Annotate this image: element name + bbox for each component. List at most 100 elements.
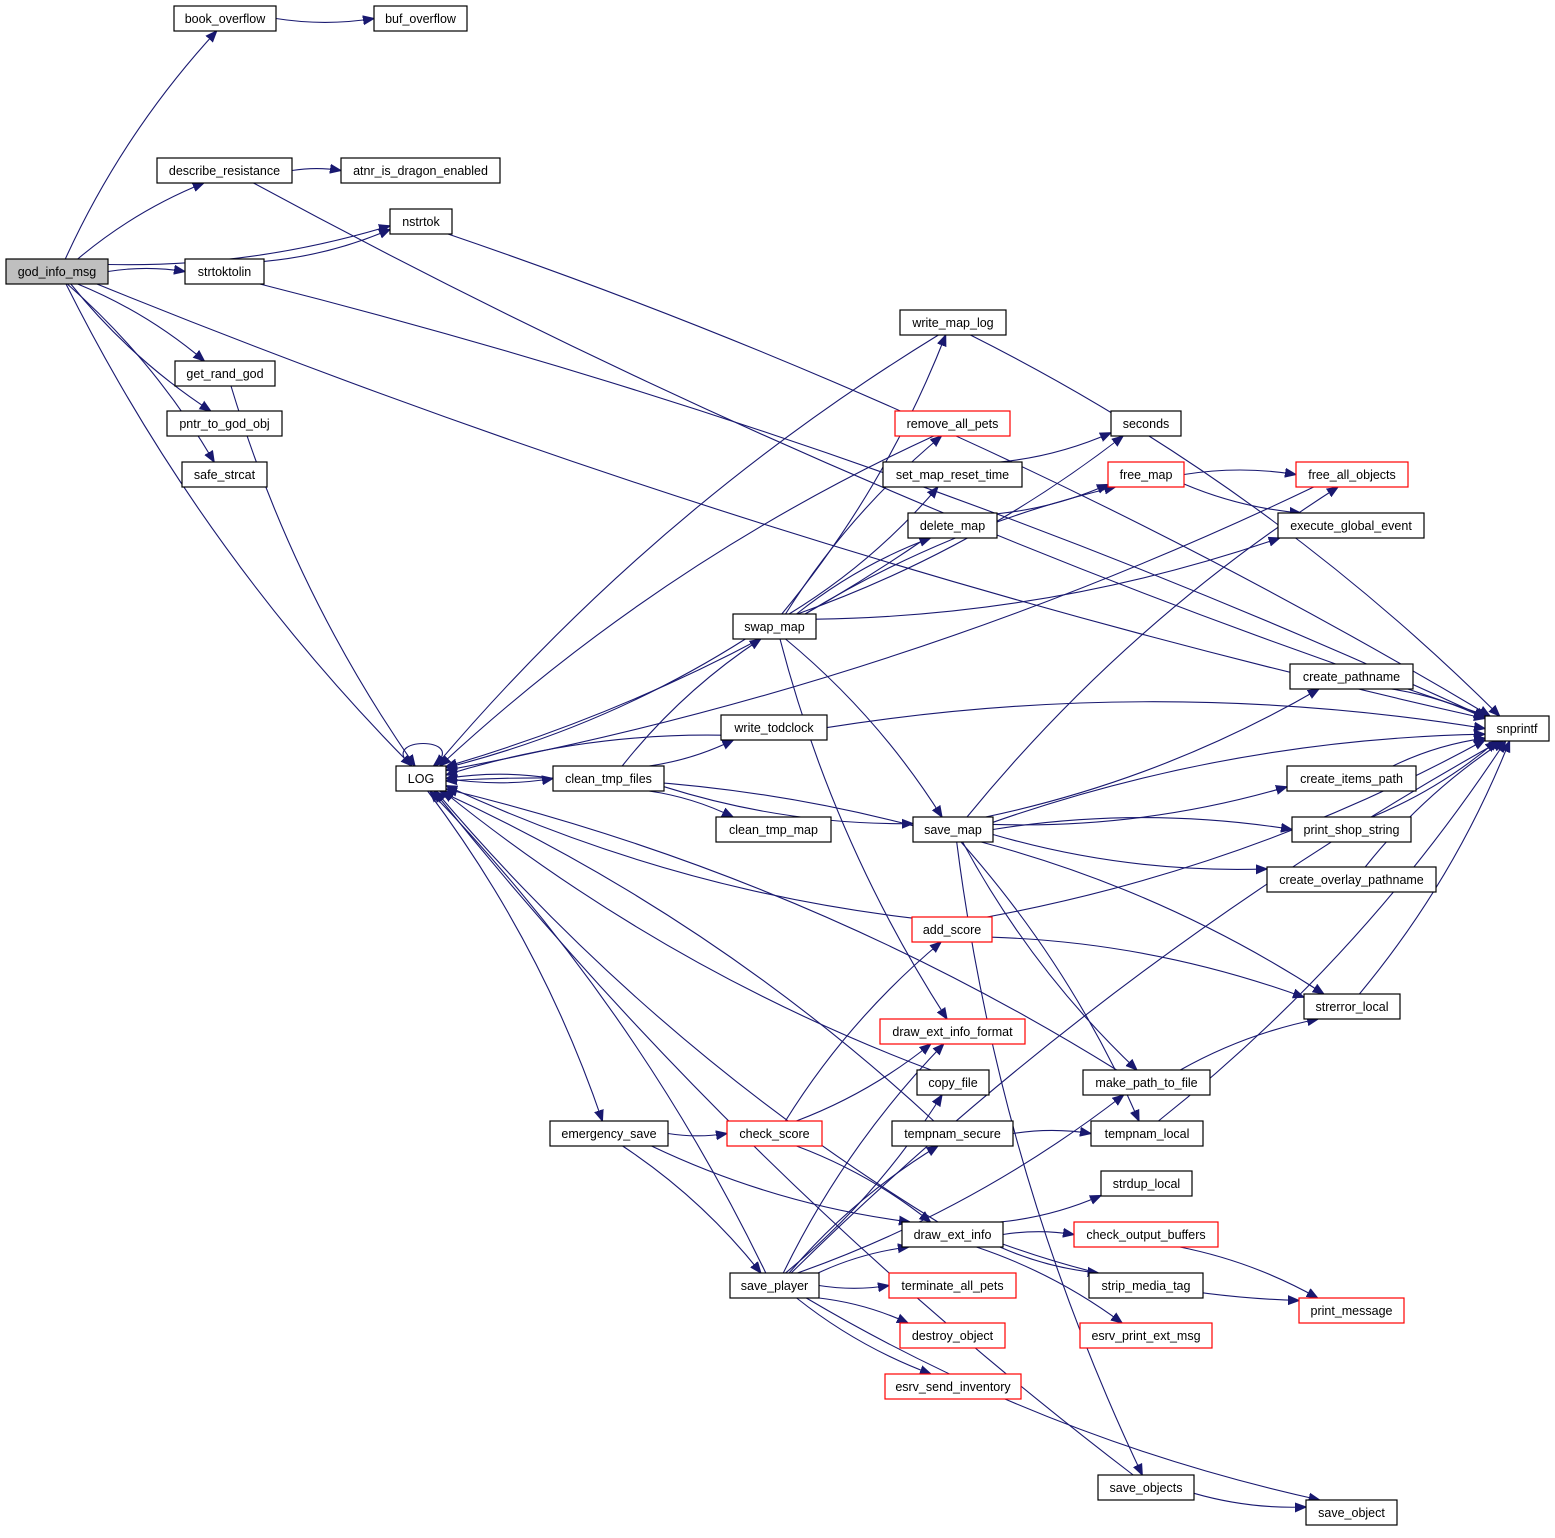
node-box [907,512,998,539]
node-add_score[interactable]: add_score [911,916,993,943]
node-seconds[interactable]: seconds [1110,410,1182,437]
edge-clean_tmp_files-to-swap_map [621,639,761,767]
node-box [174,360,276,387]
edge-tempnam_local-to-snprintf [1158,741,1505,1122]
node-swap_map[interactable]: swap_map [732,613,817,640]
node-clean_tmp_files[interactable]: clean_tmp_files [552,765,665,792]
node-make_path_to_file[interactable]: make_path_to_file [1082,1069,1211,1096]
node-draw_ext_info[interactable]: draw_ext_info [901,1221,1004,1248]
edge-save_map-to-snprintf [992,734,1485,823]
node-save_object[interactable]: save_object [1305,1499,1398,1526]
node-box [1305,1499,1398,1526]
node-box [894,410,1011,437]
node-label: describe_resistance [169,164,280,178]
node-strip_media_tag[interactable]: strip_media_tag [1088,1272,1204,1299]
node-label: draw_ext_info [914,1228,992,1242]
node-execute_global_event[interactable]: execute_global_event [1277,512,1425,539]
node-strtoktolin[interactable]: strtoktolin [184,258,265,285]
node-destroy_object[interactable]: destroy_object [899,1322,1006,1349]
node-remove_all_pets[interactable]: remove_all_pets [894,410,1011,437]
node-box [1484,715,1550,742]
node-label: strerror_local [1316,1000,1389,1014]
node-box [1295,461,1409,488]
node-box [911,916,993,943]
node-check_score[interactable]: check_score [726,1120,823,1147]
node-save_map[interactable]: save_map [912,816,994,843]
node-strdup_local[interactable]: strdup_local [1100,1170,1193,1197]
node-nstrtok[interactable]: nstrtok [389,208,453,235]
node-set_map_reset_time[interactable]: set_map_reset_time [882,461,1023,488]
node-free_map[interactable]: free_map [1107,461,1185,488]
node-box [1079,1322,1213,1349]
edge-delete_map-to-free_map [996,485,1108,515]
node-atnr_is_dragon_enabled[interactable]: atnr_is_dragon_enabled [340,157,501,184]
edge-nstrtok-to-snprintf [447,233,1490,716]
node-label: write_todclock [733,721,814,735]
edge-god_info_msg-to-strtoktolin [107,268,185,271]
node-LOG[interactable]: LOG [395,765,447,792]
node-label: destroy_object [912,1329,994,1343]
edge-save_player-to-LOG [430,791,767,1274]
node-create_pathname[interactable]: create_pathname [1289,663,1414,690]
node-create_overlay_pathname[interactable]: create_overlay_pathname [1266,866,1437,893]
node-label: draw_ext_info_format [892,1025,1013,1039]
edge-describe_resistance-to-snprintf [253,182,1489,716]
node-label: tempnam_secure [904,1127,1001,1141]
node-label: execute_global_event [1290,519,1412,533]
edge-add_score-to-LOG [446,786,913,919]
node-label: tempnam_local [1105,1127,1190,1141]
edge-free_map-to-execute_global_event [1183,483,1301,513]
node-create_items_path[interactable]: create_items_path [1286,765,1417,792]
node-draw_ext_info_format[interactable]: draw_ext_info_format [879,1018,1026,1045]
node-label: strdup_local [1113,1177,1180,1191]
node-box [552,765,665,792]
node-tempnam_local[interactable]: tempnam_local [1090,1120,1204,1147]
edge-write_todclock-to-snprintf [826,701,1485,729]
node-tempnam_secure[interactable]: tempnam_secure [891,1120,1014,1147]
edge-write_todclock-to-LOG [446,734,722,775]
node-write_map_log[interactable]: write_map_log [899,309,1007,336]
node-clean_tmp_map[interactable]: clean_tmp_map [715,816,832,843]
node-box [173,5,277,32]
node-label: emergency_save [561,1127,656,1141]
edge-clean_tmp_files-to-clean_tmp_map [648,790,733,817]
node-check_output_buffers[interactable]: check_output_buffers [1073,1221,1219,1248]
node-label: check_output_buffers [1086,1228,1205,1242]
node-terminate_all_pets[interactable]: terminate_all_pets [888,1272,1017,1299]
node-label: write_map_log [911,316,993,330]
node-copy_file[interactable]: copy_file [916,1069,990,1096]
edge-check_score-to-draw_ext_info_format [796,1044,930,1122]
node-box [181,461,268,488]
node-describe_resistance[interactable]: describe_resistance [156,157,293,184]
node-write_todclock[interactable]: write_todclock [720,714,828,741]
node-box [395,765,447,792]
node-strerror_local[interactable]: strerror_local [1303,993,1401,1020]
node-pntr_to_god_obj[interactable]: pntr_to_god_obj [166,410,283,437]
node-get_rand_god[interactable]: get_rand_god [174,360,276,387]
edge-draw_ext_info-to-strdup_local [999,1196,1101,1223]
node-free_all_objects[interactable]: free_all_objects [1295,461,1409,488]
node-box [715,816,832,843]
node-delete_map[interactable]: delete_map [907,512,998,539]
node-book_overflow[interactable]: book_overflow [173,5,277,32]
edge-free_all_objects-to-LOG [446,486,1314,770]
node-safe_strcat[interactable]: safe_strcat [181,461,268,488]
node-snprintf[interactable]: snprintf [1484,715,1550,742]
node-save_player[interactable]: save_player [729,1272,820,1299]
node-esrv_print_ext_msg[interactable]: esrv_print_ext_msg [1079,1322,1213,1349]
node-print_shop_string[interactable]: print_shop_string [1291,816,1412,843]
node-label: safe_strcat [194,468,256,482]
edge-god_info_msg-to-book_overflow [64,31,216,260]
node-save_objects[interactable]: save_objects [1097,1474,1195,1501]
node-box [184,258,265,285]
node-box [5,258,109,285]
node-box [389,208,453,235]
node-buf_overflow[interactable]: buf_overflow [373,5,468,32]
node-box [1286,765,1417,792]
node-print_message[interactable]: print_message [1298,1297,1405,1324]
node-emergency_save[interactable]: emergency_save [549,1120,669,1147]
node-esrv_send_inventory[interactable]: esrv_send_inventory [884,1373,1022,1400]
node-god_info_msg[interactable]: god_info_msg [5,258,109,285]
node-box [912,816,994,843]
